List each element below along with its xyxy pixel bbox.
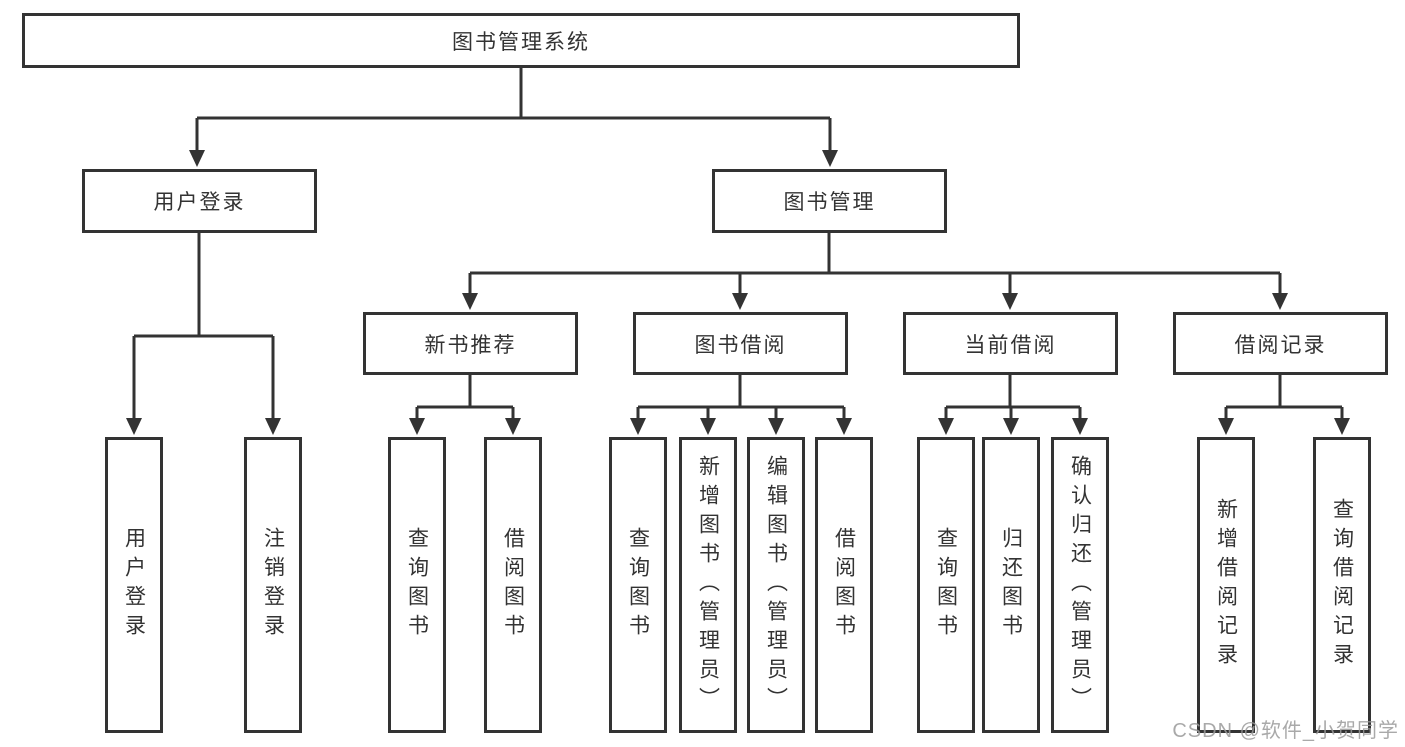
leaf-borrow-books-recommend: 借阅图书 <box>484 437 542 733</box>
node-book-management: 图书管理 <box>712 169 947 233</box>
leaf-confirm-return-admin: 确认归还（管理员） <box>1051 437 1109 733</box>
connector-shafts <box>132 68 1344 420</box>
leaf-add-book-admin: 新增图书（管理员） <box>679 437 737 733</box>
arrowheads <box>126 150 1350 435</box>
leaf-user-login: 用户登录 <box>105 437 163 733</box>
leaf-return-book: 归还图书 <box>982 437 1040 733</box>
node-book-borrowing: 图书借阅 <box>633 312 848 375</box>
leaf-query-borrow-record: 查询借阅记录 <box>1313 437 1371 733</box>
leaf-borrow-books: 借阅图书 <box>815 437 873 733</box>
node-current-borrowing: 当前借阅 <box>903 312 1118 375</box>
leaf-edit-book-admin: 编辑图书（管理员） <box>747 437 805 733</box>
node-borrowing-records: 借阅记录 <box>1173 312 1388 375</box>
leaf-query-books-recommend: 查询图书 <box>388 437 446 733</box>
leaf-query-books-borrow: 查询图书 <box>609 437 667 733</box>
node-library-management-system: 图书管理系统 <box>22 13 1020 68</box>
node-user-login: 用户登录 <box>82 169 317 233</box>
csdn-watermark: CSDN @软件_小贺同学 <box>1172 720 1399 742</box>
node-new-book-recommendation: 新书推荐 <box>363 312 578 375</box>
leaf-query-books-current: 查询图书 <box>917 437 975 733</box>
leaf-add-borrow-record: 新增借阅记录 <box>1197 437 1255 733</box>
leaf-logout: 注销登录 <box>244 437 302 733</box>
